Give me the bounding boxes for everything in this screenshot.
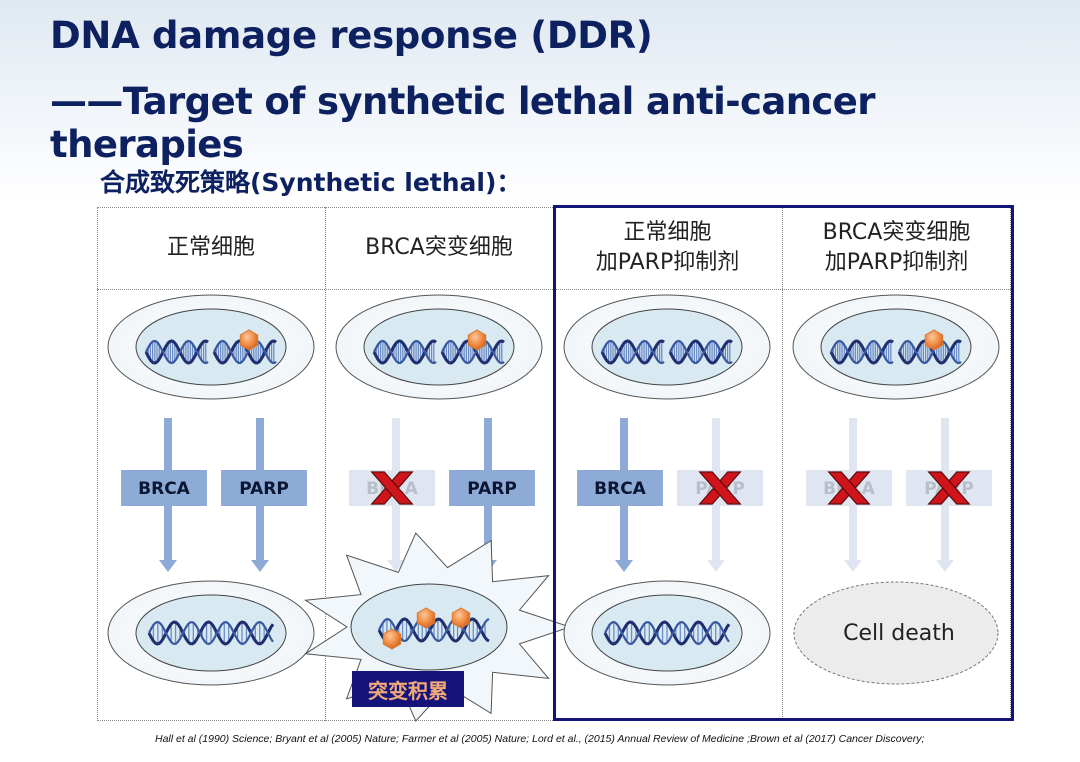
gene-label: BRCA <box>138 479 191 499</box>
dna-strand <box>604 620 730 646</box>
pathway-arrow-head <box>159 560 177 572</box>
pathway-arrow-head <box>707 560 725 572</box>
cell-nucleus <box>363 308 515 386</box>
dna-lesion-icon <box>416 607 436 629</box>
gene-box <box>221 470 307 506</box>
dna-strand <box>603 620 731 646</box>
dna-strand <box>144 339 209 365</box>
pathway-arrow-head <box>251 560 269 572</box>
gene-box-brca: BRCA <box>121 470 207 506</box>
dna-strand <box>148 620 274 646</box>
dna-strand <box>829 339 894 365</box>
dead-cell-outline <box>793 581 999 685</box>
dna-strand <box>830 339 894 365</box>
gene-box <box>449 470 535 506</box>
dna-helix-icon <box>144 339 209 365</box>
heading-line: 正常细胞 <box>623 220 712 245</box>
gene-label: PARP <box>467 479 517 499</box>
dna-strand <box>668 339 733 365</box>
inhibition-x-icon <box>827 471 871 505</box>
column-heading-brca-mutant-parpi: BRCA突变细胞 加PARP抑制剂 <box>782 207 1011 289</box>
mutation-accumulation-badge: 突变积累 <box>352 671 464 707</box>
gene-box-parp: PARP <box>221 470 307 506</box>
pathway-arrow-head <box>936 560 954 572</box>
dna-strand <box>600 339 665 365</box>
inhibition-x-icon <box>370 471 414 505</box>
top-cell <box>563 294 771 400</box>
dna-helix-icon <box>829 339 894 365</box>
column-divider <box>782 207 783 721</box>
dna-strand <box>601 339 665 365</box>
gene-box <box>577 470 663 506</box>
cell-death-label: Cell death <box>843 620 955 646</box>
heading-line: 正常细胞 <box>166 235 255 260</box>
pathway-arrow-head <box>387 560 405 572</box>
slide-title: DNA damage response (DDR) <box>50 14 653 57</box>
column-heading-normal-cell: 正常细胞 <box>97 207 325 289</box>
references: Hall et al (1990) Science; Bryant et al … <box>155 733 925 745</box>
heading-line: 加PARP抑制剂 <box>595 250 740 275</box>
dna-strand <box>372 339 437 365</box>
column-heading-brca-mutant: BRCA突变细胞 <box>325 207 553 289</box>
dna-helix-icon <box>600 339 665 365</box>
dna-strand <box>213 339 277 365</box>
heading-line: BRCA突变细胞 <box>365 235 513 260</box>
top-cell <box>107 294 315 400</box>
dna-strand <box>898 339 962 365</box>
cell-nucleus <box>135 308 287 386</box>
dna-lesion-icon <box>451 607 471 629</box>
top-cell <box>792 294 1000 400</box>
section-label: 合成致死策略(Synthetic lethal)： <box>100 168 522 197</box>
gene-label: PARP <box>239 479 289 499</box>
dna-strand <box>145 339 209 365</box>
inhibition-x-icon <box>698 471 742 505</box>
cell-nucleus <box>820 308 972 386</box>
gene-box <box>121 470 207 506</box>
column-divider <box>325 207 326 721</box>
x-stroke <box>698 471 742 505</box>
pathway-arrow-head <box>844 560 862 572</box>
dna-lesion-icon <box>924 329 944 351</box>
heading-line: 加PARP抑制剂 <box>824 250 969 275</box>
x-stroke <box>370 471 414 505</box>
top-cell <box>335 294 543 400</box>
dna-strand <box>441 339 505 365</box>
x-stroke <box>927 471 971 505</box>
heading-line: BRCA突变细胞 <box>822 220 971 245</box>
gene-label: BRCA <box>594 479 647 499</box>
cell-nucleus <box>591 308 743 386</box>
dna-helix-icon <box>372 339 437 365</box>
dna-helix-icon <box>147 620 275 646</box>
slide-subtitle: ——Target of synthetic lethal anti-cancer… <box>50 80 876 166</box>
gene-box-parp: PARP <box>449 470 535 506</box>
dna-lesion-icon <box>382 628 402 650</box>
dna-lesion-icon <box>239 329 259 351</box>
dna-helix-icon <box>603 620 731 646</box>
dna-helix-icon <box>668 339 733 365</box>
dna-strand <box>669 339 733 365</box>
column-heading-normal-parpi: 正常细胞 加PARP抑制剂 <box>553 207 782 289</box>
dna-strand <box>373 339 437 365</box>
gene-box-brca: BRCA <box>577 470 663 506</box>
inhibition-x-icon <box>927 471 971 505</box>
x-stroke <box>827 471 871 505</box>
dna-lesion-icon <box>467 329 487 351</box>
dna-strand <box>147 620 275 646</box>
pathway-arrow-head <box>615 560 633 572</box>
